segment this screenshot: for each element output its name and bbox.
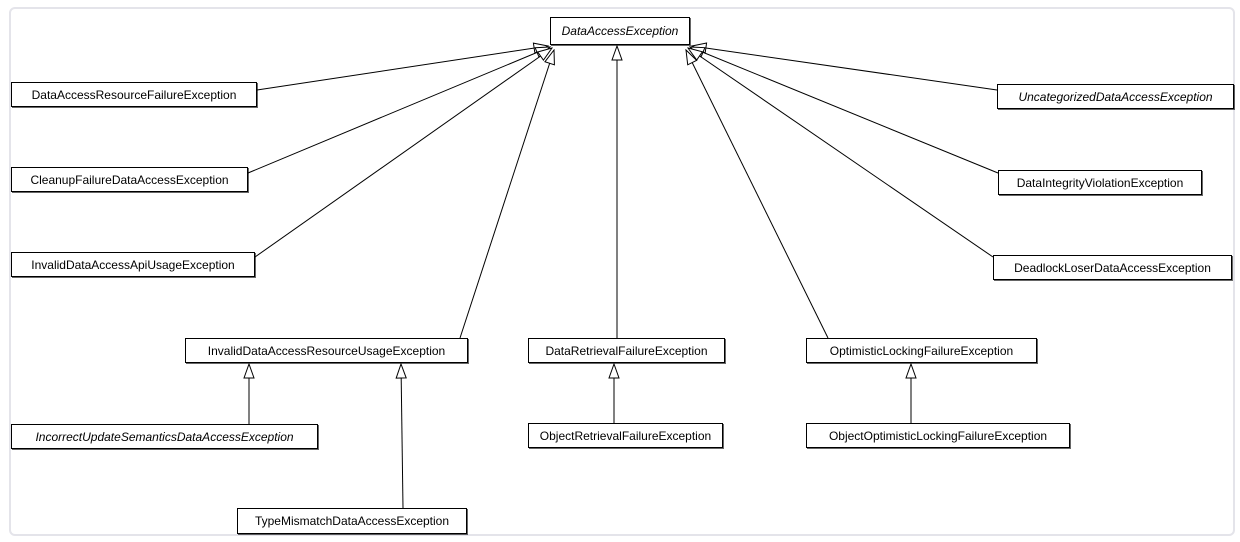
- edge-invalidapiusage-to-root: [254, 48, 552, 258]
- class-node-data-access-exception: DataAccessException: [550, 17, 690, 45]
- class-node-data-retrieval-failure-exception: DataRetrievalFailureException: [528, 338, 725, 363]
- class-node-uncategorized-data-access-exception: UncategorizedDataAccessException: [997, 84, 1234, 109]
- class-node-incorrect-update-semantics-data-access-exception: IncorrectUpdateSemanticsDataAccessExcept…: [11, 424, 318, 449]
- edge-optimisticlocking-to-root: [686, 50, 829, 339]
- edge-dataaccessresourcefailure-to-root: [256, 46, 548, 91]
- class-node-optimistic-locking-failure-exception: OptimisticLockingFailureException: [806, 338, 1037, 363]
- edge-uncategorized-to-root: [692, 46, 998, 91]
- edge-deadlockloser-to-root: [688, 48, 994, 258]
- edge-typemismatch-to-invalidresourceusage: [401, 364, 403, 509]
- edge-dataintegrityviolation-to-root: [690, 47, 999, 174]
- class-node-invalid-data-access-resource-usage-exception: InvalidDataAccessResourceUsageException: [185, 338, 468, 363]
- class-node-data-integrity-violation-exception: DataIntegrityViolationException: [998, 170, 1202, 195]
- class-node-object-retrieval-failure-exception: ObjectRetrievalFailureException: [528, 423, 723, 448]
- class-node-object-optimistic-locking-failure-exception: ObjectOptimisticLockingFailureException: [806, 423, 1070, 448]
- class-node-invalid-data-access-api-usage-exception: InvalidDataAccessApiUsageException: [11, 252, 255, 277]
- edge-cleanupfailure-to-root: [247, 47, 550, 174]
- class-node-type-mismatch-data-access-exception: TypeMismatchDataAccessException: [237, 508, 467, 534]
- class-node-deadlock-loser-data-access-exception: DeadlockLoserDataAccessException: [993, 255, 1232, 280]
- edge-invalidresourceusage-to-root: [459, 50, 554, 339]
- class-node-data-access-resource-failure-exception: DataAccessResourceFailureException: [11, 82, 257, 107]
- class-node-cleanup-failure-data-access-exception: CleanupFailureDataAccessException: [11, 167, 248, 192]
